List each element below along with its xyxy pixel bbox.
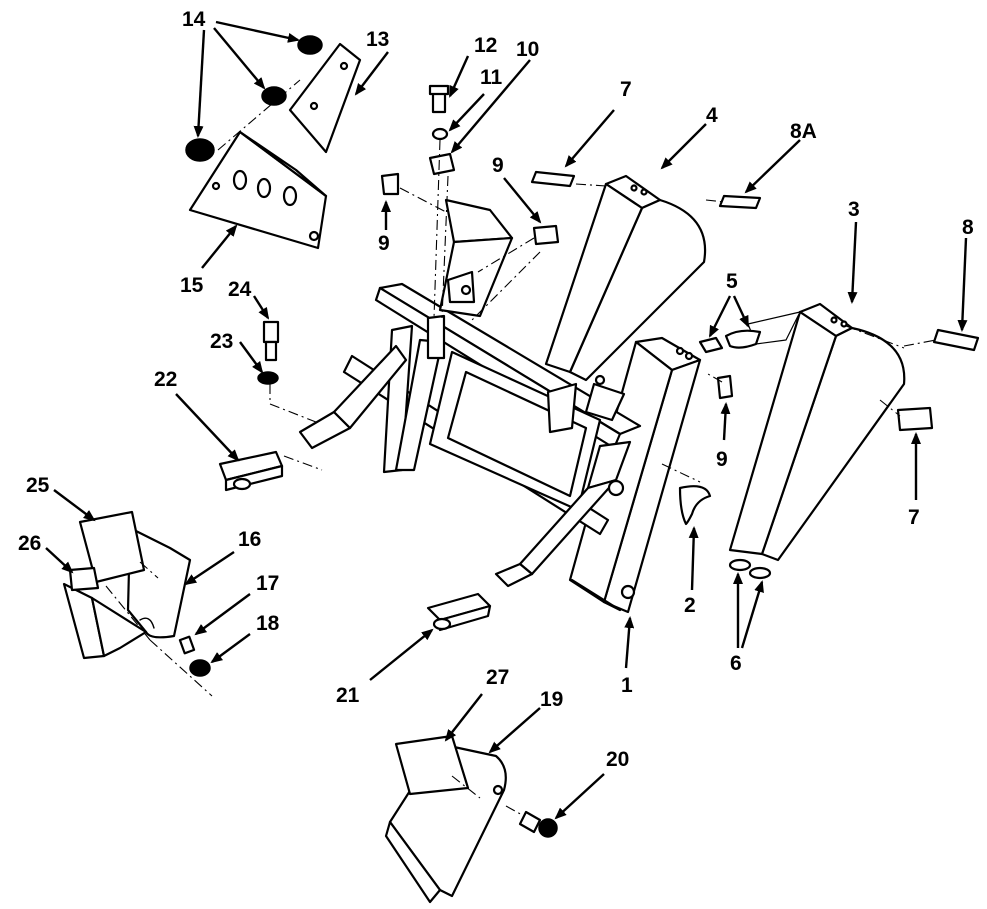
leader-5a <box>708 295 732 338</box>
callout-2: 2 <box>684 594 696 617</box>
leader-4 <box>660 123 707 170</box>
part-10-12-pivot-hardware <box>428 84 456 176</box>
leader-25 <box>53 489 96 522</box>
callout-7-right: 7 <box>908 506 920 529</box>
callout-10: 10 <box>516 38 539 61</box>
callout-8a: 8A <box>790 120 817 143</box>
callout-21: 21 <box>336 684 360 707</box>
callout-labels: 1 2 3 4 5 6 7 7 8 8A 9 9 9 10 11 12 13 1… <box>18 8 974 771</box>
leader-17 <box>194 593 251 636</box>
leader-14c <box>193 29 206 138</box>
callout-26: 26 <box>18 532 41 555</box>
part-6-pads <box>728 558 772 580</box>
callout-6: 6 <box>730 652 742 675</box>
callout-leaders <box>45 20 968 820</box>
leader-9b <box>503 177 542 224</box>
leader-14a <box>215 20 300 43</box>
callout-9-right: 9 <box>716 448 728 471</box>
callout-14: 14 <box>182 8 206 31</box>
callout-9-center: 9 <box>492 154 504 177</box>
part-16-left-guard <box>62 510 192 660</box>
leader-14b <box>213 27 266 90</box>
callout-12: 12 <box>474 34 497 57</box>
leader-18 <box>210 633 251 664</box>
callout-22: 22 <box>154 368 177 391</box>
leader-5b <box>732 295 750 328</box>
callout-9-left: 9 <box>378 232 390 255</box>
callout-1: 1 <box>621 674 633 697</box>
leader-20 <box>554 773 605 820</box>
leader-27 <box>444 693 483 742</box>
part-main-frame <box>298 198 642 588</box>
leader-13 <box>354 51 389 96</box>
callout-8: 8 <box>962 216 974 239</box>
leader-19 <box>488 707 541 754</box>
part-23-24-bolt-washer <box>257 320 280 385</box>
part-4-left-boom <box>544 174 707 382</box>
part-19-lower-guard <box>384 734 507 904</box>
leader-26 <box>45 547 74 574</box>
callout-25: 25 <box>26 474 50 497</box>
part-20-bolt <box>518 810 558 838</box>
callout-5: 5 <box>726 270 738 293</box>
leader-7a <box>564 109 615 168</box>
part-15-slotted-bracket <box>188 130 328 250</box>
leader-2 <box>688 526 699 591</box>
callout-7-top: 7 <box>620 78 632 101</box>
callout-11: 11 <box>480 66 503 89</box>
callout-16: 16 <box>238 528 261 551</box>
part-17-18-pin-nut <box>178 635 211 677</box>
leader-24 <box>252 295 270 320</box>
assembly-centerlines <box>105 79 937 817</box>
leader-9c <box>720 402 731 441</box>
callout-18: 18 <box>256 612 280 635</box>
callout-23: 23 <box>210 330 233 353</box>
part-1-right-upright <box>568 336 702 614</box>
leader-10 <box>450 59 531 154</box>
callout-17: 17 <box>256 572 279 595</box>
part-decals <box>380 170 980 432</box>
callout-27: 27 <box>486 666 509 689</box>
callout-4: 4 <box>706 104 718 127</box>
leader-8 <box>957 237 968 332</box>
part-3-right-boom <box>728 302 906 562</box>
leader-3 <box>847 221 858 304</box>
leader-16 <box>184 551 235 586</box>
part-21-pad <box>426 592 492 632</box>
leader-1 <box>624 616 635 669</box>
leader-11 <box>448 93 485 132</box>
callout-3: 3 <box>848 198 860 221</box>
leader-22 <box>175 393 240 462</box>
callout-19: 19 <box>540 688 563 711</box>
callout-20: 20 <box>606 748 629 771</box>
callout-24: 24 <box>228 278 252 301</box>
leader-8a <box>744 139 801 194</box>
part-14-nuts <box>185 35 323 162</box>
part-13-plate <box>288 42 362 154</box>
leader-21 <box>369 628 434 681</box>
part-22-pad <box>218 450 284 492</box>
part-5-clips <box>698 329 762 354</box>
leader-23 <box>239 341 264 374</box>
callout-15: 15 <box>180 274 204 297</box>
leader-15 <box>201 224 238 269</box>
leader-12 <box>448 55 470 98</box>
leader-6b <box>740 580 764 649</box>
callout-13: 13 <box>366 28 389 51</box>
part-2-saddle-bracket <box>678 485 712 526</box>
